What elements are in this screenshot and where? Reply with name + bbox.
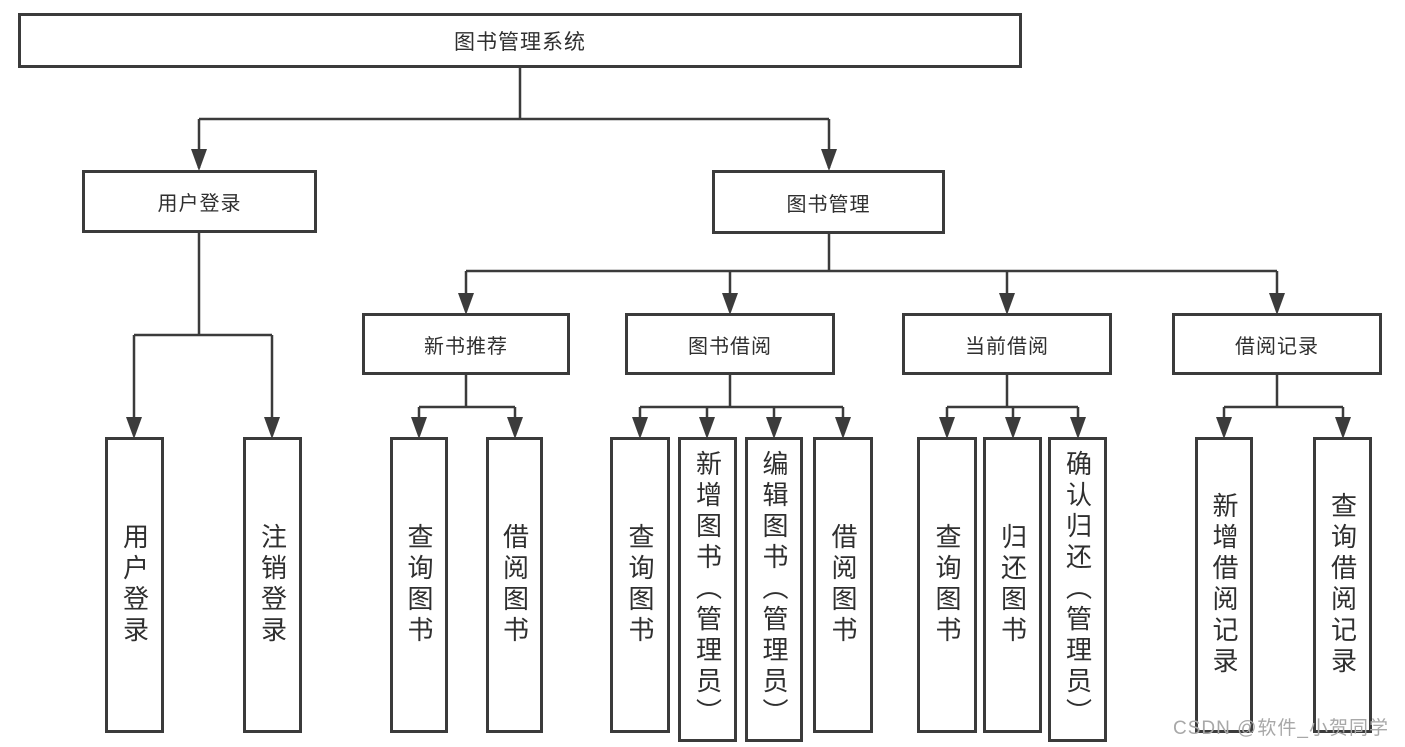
node-library-management-system: 图书管理系统: [18, 13, 1022, 68]
leaf-confirm-return-admin: 确认归还（管理员）: [1048, 437, 1107, 742]
node-current-borrowing: 当前借阅: [902, 313, 1112, 375]
leaf-user-login: 用户登录: [105, 437, 164, 733]
csdn-watermark: CSDN @软件_小贺同学: [1173, 718, 1389, 739]
node-new-book-recommendation: 新书推荐: [362, 313, 570, 375]
leaf-query-books-borrowing: 查询图书: [610, 437, 670, 733]
leaf-borrow-books-borrowing: 借阅图书: [813, 437, 873, 733]
leaf-query-borrow-record: 查询借阅记录: [1313, 437, 1372, 733]
leaf-query-books-current: 查询图书: [917, 437, 977, 733]
leaf-borrow-books-recommend: 借阅图书: [486, 437, 543, 733]
arrowheads: [126, 149, 1351, 439]
leaf-logout: 注销登录: [243, 437, 302, 733]
node-borrow-records: 借阅记录: [1172, 313, 1382, 375]
leaf-add-borrow-record: 新增借阅记录: [1195, 437, 1253, 733]
node-book-management: 图书管理: [712, 170, 945, 234]
leaf-return-books: 归还图书: [983, 437, 1042, 733]
node-book-borrowing: 图书借阅: [625, 313, 835, 375]
leaf-query-books-recommend: 查询图书: [390, 437, 448, 733]
leaf-add-books-admin: 新增图书（管理员）: [678, 437, 737, 742]
node-user-login: 用户登录: [82, 170, 317, 233]
leaf-edit-books-admin: 编辑图书（管理员）: [745, 437, 803, 742]
